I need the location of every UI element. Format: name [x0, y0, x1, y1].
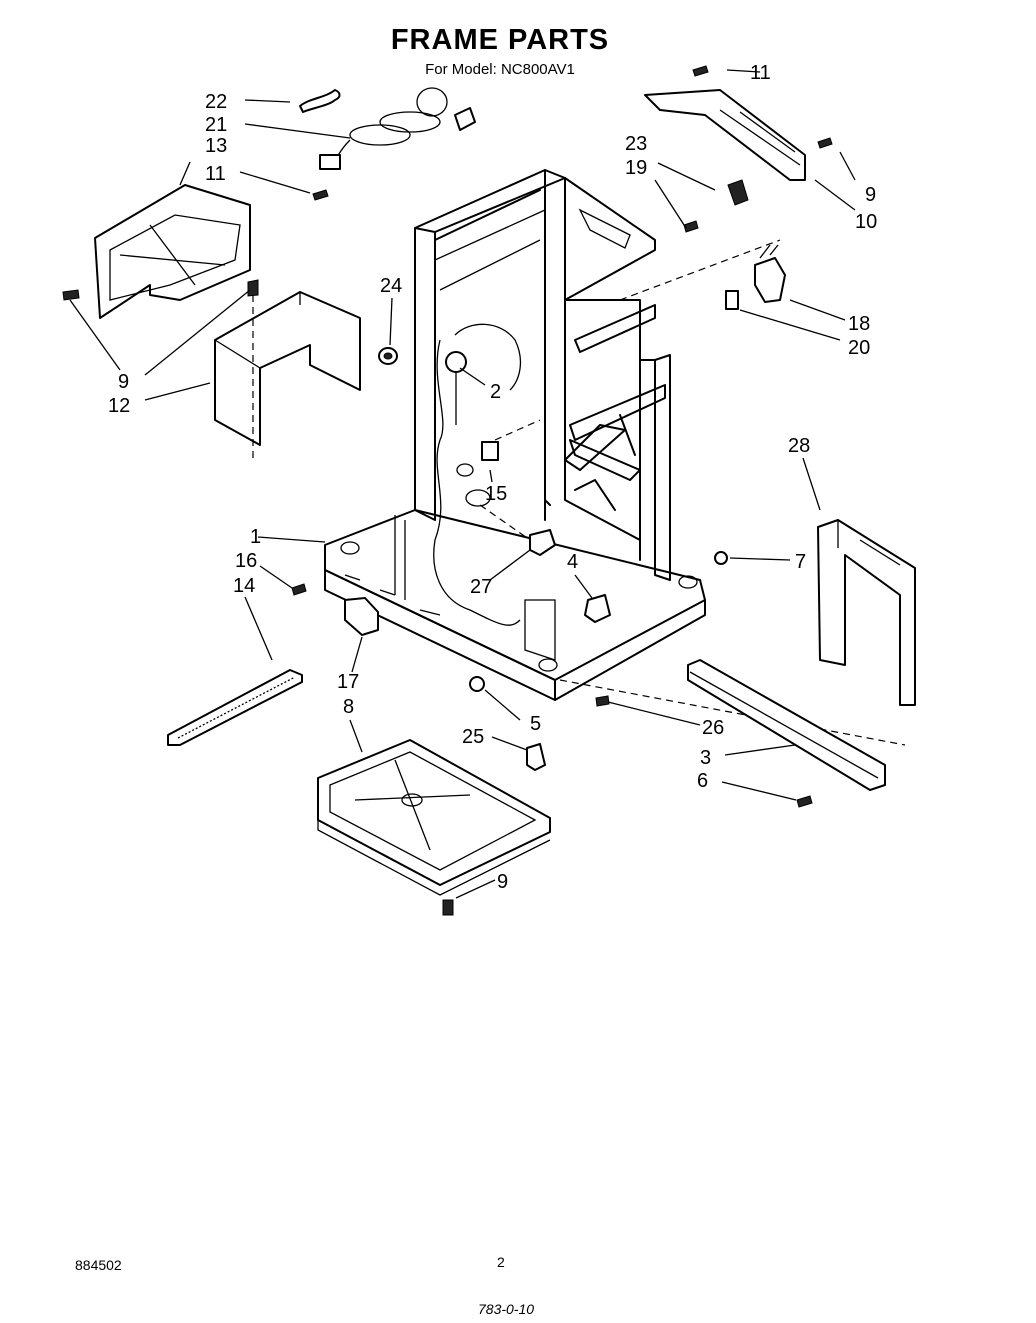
callout-9-right: 9: [865, 184, 876, 206]
part-8-bottom-tray: [317, 739, 551, 896]
callout-14: 14: [233, 575, 255, 597]
callout-9-bottom: 9: [497, 871, 508, 893]
bottom-code: 783-0-10: [478, 1301, 535, 1317]
callout-12: 12: [108, 395, 130, 417]
callout-13: 13: [205, 135, 227, 157]
callout-19: 19: [625, 157, 647, 179]
callout-2: 2: [490, 381, 501, 403]
callout-8: 8: [343, 696, 354, 718]
part-12-cover-shield: [214, 291, 361, 460]
callout-15: 15: [485, 483, 507, 505]
part-10-bracket: [644, 89, 806, 181]
document-number: 884502: [75, 1257, 122, 1273]
part-13-bracket-plate: [94, 184, 251, 319]
callout-25: 25: [462, 726, 484, 748]
part-18-switch: [725, 244, 786, 310]
leader-lines: [69, 69, 856, 899]
part-28-side-panel: [817, 519, 916, 706]
callout-27: 27: [470, 576, 492, 598]
callout-28: 28: [788, 435, 810, 457]
cabinet-frame: [414, 169, 781, 626]
callout-24: 24: [380, 275, 402, 297]
part-14-foam-strip: [167, 669, 303, 746]
part-3-rail: [687, 659, 886, 791]
callout-3: 3: [700, 747, 711, 769]
part-22-clip: [299, 89, 341, 113]
callout-9-left: 9: [118, 371, 129, 393]
callout-10: 10: [855, 211, 877, 233]
callout-16: 16: [235, 550, 257, 572]
callout-23: 23: [625, 133, 647, 155]
callout-11-left: 11: [205, 163, 226, 185]
callout-21: 21: [205, 114, 227, 136]
callout-4: 4: [567, 551, 578, 573]
small-hardware: [62, 65, 833, 916]
callout-20: 20: [848, 337, 870, 359]
callout-22: 22: [205, 91, 227, 113]
part-21-power-cord: [319, 87, 476, 170]
base-plate: [324, 509, 906, 746]
callout-18: 18: [848, 313, 870, 335]
page-title: FRAME PARTS: [390, 24, 610, 56]
callout-5: 5: [530, 713, 541, 735]
callout-17: 17: [337, 671, 359, 693]
callout-7: 7: [795, 551, 806, 573]
callout-26: 26: [702, 717, 724, 739]
callout-labels: 22 21 13 11 11 9 10 23 19 18 20 24 9 12 …: [108, 62, 877, 893]
model-subtitle: For Model: NC800AV1: [425, 61, 575, 78]
page-number: 2: [497, 1254, 505, 1270]
callout-11-right: 11: [750, 62, 771, 84]
callout-1: 1: [250, 526, 261, 548]
callout-6: 6: [697, 770, 708, 792]
